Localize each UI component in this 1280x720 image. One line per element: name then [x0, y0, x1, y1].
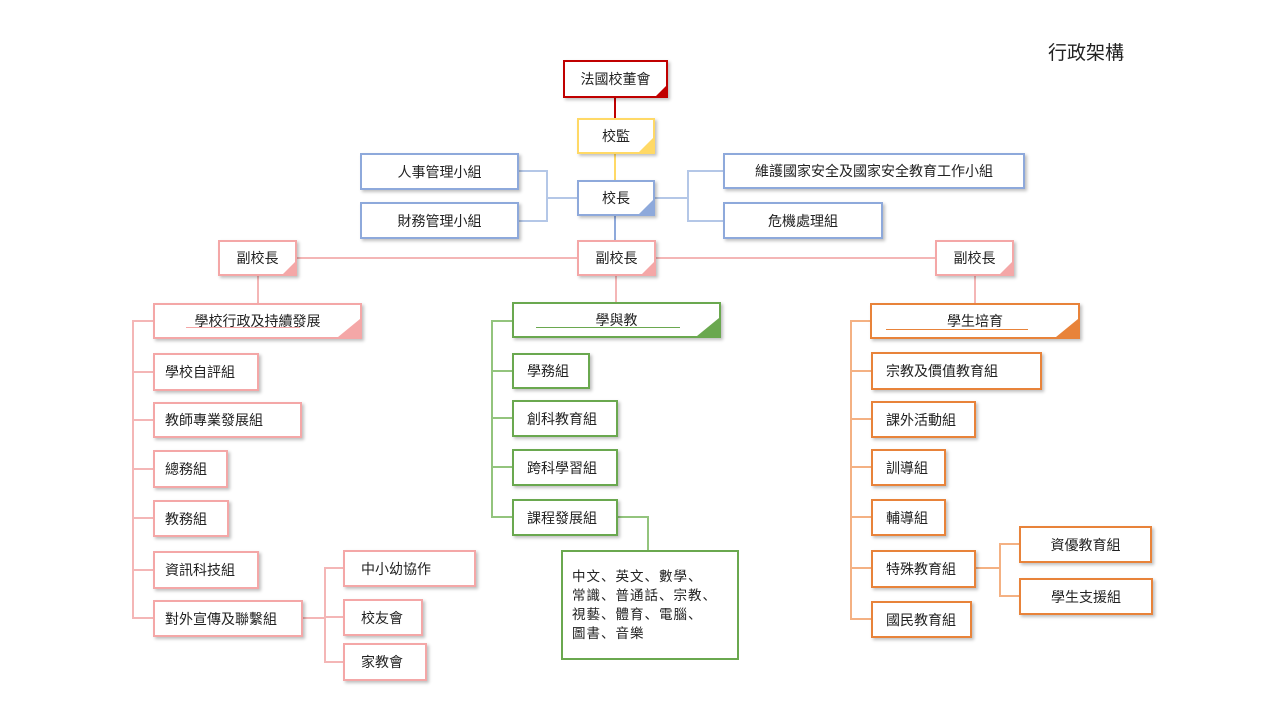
curriculum-subjects-box: 中文、英文、數學、 常識、普通話、宗教、 視藝、體育、電腦、 圖書、音樂 — [561, 550, 739, 660]
node-crisis-group[interactable]: 危機處理組 — [723, 202, 883, 239]
node-label: 課程發展組 — [527, 510, 597, 527]
node-label: 訓導組 — [886, 460, 928, 477]
node-vice-principal-left[interactable]: 副校長 — [218, 240, 297, 276]
node-label: 副校長 — [595, 251, 638, 267]
node-label: 特殊教育組 — [886, 562, 956, 578]
node-special-ed-item[interactable]: 學生支援組 — [1019, 578, 1153, 615]
node-label: 中小幼協作 — [361, 561, 431, 578]
node-student-item[interactable]: 訓導組 — [871, 449, 946, 486]
node-liaison-item[interactable]: 校友會 — [343, 599, 423, 636]
node-label: 總務組 — [165, 462, 207, 478]
node-label: 人事管理小組 — [397, 164, 482, 181]
student-head-underline — [886, 329, 1028, 330]
node-label: 家教會 — [361, 655, 403, 671]
node-admin-item[interactable]: 資訊科技組 — [153, 551, 259, 589]
corner-fold-icon — [697, 318, 719, 336]
node-hr-group[interactable]: 人事管理小組 — [360, 153, 519, 190]
node-security-group[interactable]: 維護國家安全及國家安全教育工作小組 — [723, 153, 1025, 189]
node-label: 資訊科技組 — [165, 563, 235, 579]
corner-fold-icon — [338, 319, 360, 337]
node-student-head[interactable]: 學生培育 — [870, 303, 1080, 339]
node-admin-item[interactable]: 學校自評組 — [153, 353, 259, 391]
corner-fold-icon — [642, 262, 654, 274]
node-label: 副校長 — [953, 251, 996, 267]
node-learning-item[interactable]: 創科教育組 — [512, 400, 618, 437]
node-label: 學校自評組 — [165, 365, 235, 381]
node-label: 學務組 — [527, 364, 569, 380]
node-vice-principal-right[interactable]: 副校長 — [935, 240, 1014, 276]
node-label: 創科教育組 — [527, 411, 597, 428]
node-admin-head[interactable]: 學校行政及持續發展 — [153, 303, 362, 339]
node-label: 學生培育 — [947, 314, 1003, 330]
node-label: 跨科學習組 — [527, 460, 597, 477]
node-principal[interactable]: 校長 — [577, 180, 655, 216]
node-label: 危機處理組 — [768, 213, 838, 230]
learning-head-underline — [536, 327, 680, 328]
admin-head-underline — [186, 327, 300, 328]
node-label: 維護國家安全及國家安全教育工作小組 — [755, 164, 993, 180]
node-finance-group[interactable]: 財務管理小組 — [360, 202, 519, 239]
corner-fold-icon — [283, 262, 295, 274]
node-label: 資優教育組 — [1050, 537, 1121, 554]
node-label: 對外宣傳及聯繫組 — [165, 611, 277, 628]
node-label: 財務管理小組 — [397, 213, 482, 230]
corner-fold-icon — [1000, 262, 1012, 274]
node-label: 法國校董會 — [580, 72, 651, 88]
node-admin-item[interactable]: 總務組 — [153, 450, 228, 488]
node-school-board[interactable]: 法國校董會 — [563, 60, 668, 98]
node-special-ed-item[interactable]: 資優教育組 — [1019, 526, 1152, 563]
node-label: 副校長 — [236, 251, 279, 267]
node-learning-item[interactable]: 課程發展組 — [512, 499, 618, 536]
node-label: 課外活動組 — [886, 412, 956, 429]
node-vice-principal-center[interactable]: 副校長 — [577, 240, 656, 276]
corner-fold-icon — [639, 200, 653, 214]
node-label: 教師專業發展組 — [165, 413, 263, 429]
node-label: 輔導組 — [886, 510, 928, 527]
node-label: 宗教及價值教育組 — [886, 364, 998, 380]
node-label: 學生支援組 — [1051, 589, 1121, 606]
node-liaison-item[interactable]: 中小幼協作 — [343, 550, 476, 587]
node-admin-item[interactable]: 教師專業發展組 — [153, 402, 302, 438]
node-label: 校監 — [602, 129, 630, 145]
corner-fold-icon — [656, 86, 666, 96]
node-supervisor[interactable]: 校監 — [577, 118, 655, 154]
page-title: 行政架構 — [1048, 42, 1125, 64]
connector-curriculum-subjects — [618, 516, 649, 550]
connector-right-groups-bracket — [687, 170, 723, 222]
node-learning-head[interactable]: 學與教 — [512, 302, 721, 338]
corner-fold-icon — [639, 138, 653, 152]
node-label: 學校行政及持續發展 — [194, 314, 321, 330]
node-label: 教務組 — [165, 511, 207, 528]
connector-special-ed-bracket — [999, 543, 1019, 597]
node-learning-item[interactable]: 跨科學習組 — [512, 449, 618, 486]
connector-liaison-trunk — [324, 567, 343, 663]
node-student-item[interactable]: 宗教及價值教育組 — [871, 352, 1042, 390]
corner-fold-icon — [1056, 319, 1078, 337]
node-label: 校友會 — [361, 610, 403, 627]
connector-student-trunk — [850, 320, 871, 620]
node-student-item[interactable]: 國民教育組 — [871, 601, 972, 638]
node-learning-item[interactable]: 學務組 — [512, 353, 590, 389]
node-admin-item[interactable]: 教務組 — [153, 500, 229, 537]
node-student-item[interactable]: 輔導組 — [871, 499, 946, 536]
node-admin-item[interactable]: 對外宣傳及聯繫組 — [153, 600, 303, 637]
connector-left-groups-bracket — [519, 170, 548, 222]
node-student-item[interactable]: 特殊教育組 — [871, 550, 976, 588]
node-label: 學與教 — [595, 313, 638, 329]
node-label: 校長 — [602, 191, 630, 207]
node-student-item[interactable]: 課外活動組 — [871, 401, 976, 438]
node-liaison-item[interactable]: 家教會 — [343, 643, 427, 681]
node-label: 國民教育組 — [886, 612, 956, 629]
